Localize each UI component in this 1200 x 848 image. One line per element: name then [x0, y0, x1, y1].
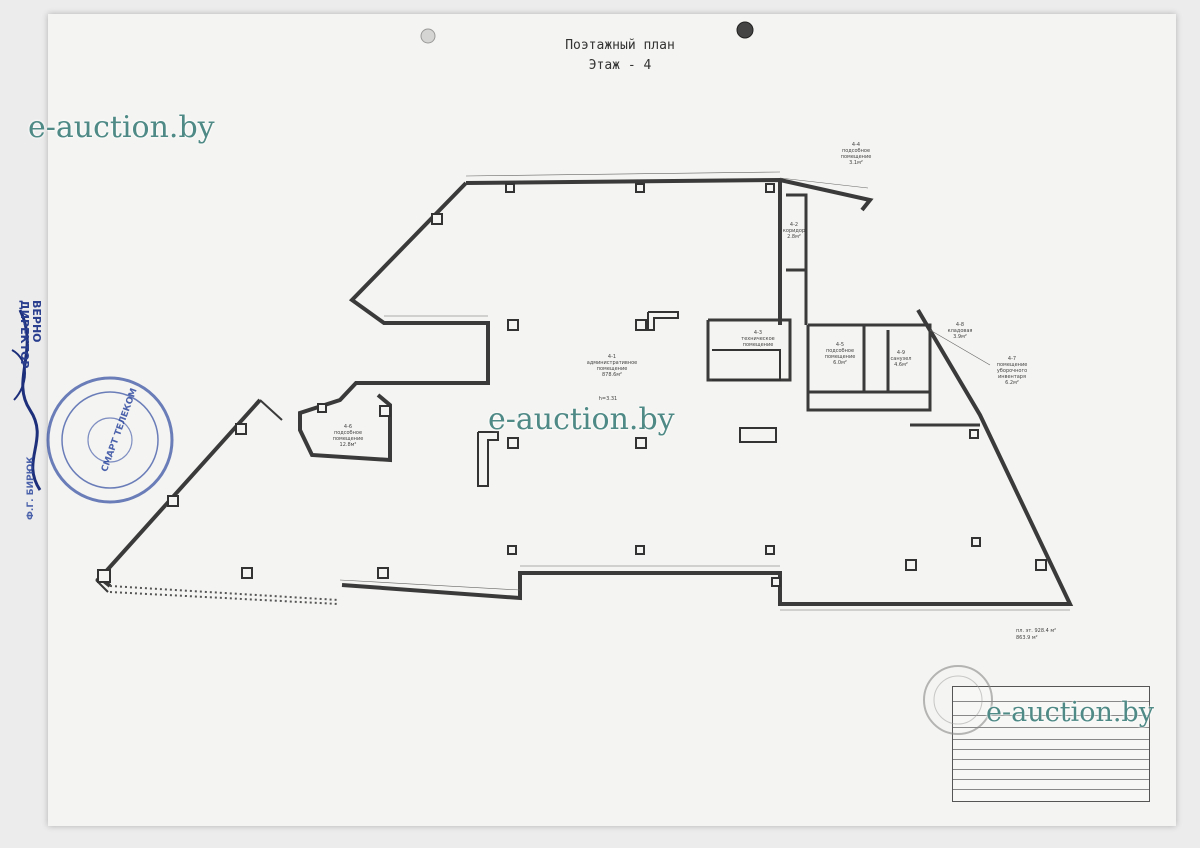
structural-columns — [97, 183, 1047, 587]
glazing-edge — [109, 585, 339, 605]
punch-hole — [736, 21, 754, 39]
company-stamp — [11, 309, 174, 504]
floor-number: Этаж - 4 — [588, 58, 652, 73]
room-label-4-8: 4-8 кладовая 3.9м² — [947, 322, 973, 340]
watermark: e-auction.by — [986, 697, 1154, 728]
room-label-4-2: 4-2 коридор 2.8м² — [782, 222, 806, 240]
verno-stamp: ВЕРНО ДИРЕКТОР — [18, 300, 43, 430]
dimension-lines — [339, 171, 1070, 611]
floor-area-line: пл. эт. 928.4 м² — [1016, 628, 1057, 634]
inner-partitions — [706, 193, 980, 427]
room-label-4-7: 4-7 помещение уборочного инвентаря 6.2м² — [996, 356, 1028, 386]
floor-area-line: 863.9 м² — [1016, 635, 1038, 641]
room-label-4-9: 4-9 санузел 4.6м² — [890, 350, 912, 368]
plan-title: Поэтажный план — [565, 38, 675, 53]
watermark: e-auction.by — [28, 110, 215, 145]
signature-mark — [18, 309, 42, 491]
l-shaped-partition — [477, 311, 781, 487]
punch-hole — [420, 28, 436, 44]
room-label-4-1: 4-1 административное помещение 878.6м² — [586, 354, 638, 378]
bti-stamp — [923, 665, 993, 735]
director-name: Ф.Г. БИРЮК — [26, 456, 36, 520]
floor-area-summary: пл. эт. 928.4 м² 863.9 м² — [1016, 628, 1056, 642]
director-text: ДИРЕКТОР — [18, 300, 31, 369]
watermark: e-auction.by — [488, 402, 675, 437]
room-height-label: h=3.31 — [598, 396, 618, 402]
room-label-4-6: 4-6 подсобное помещение 12.8м² — [332, 424, 364, 448]
room-label-4-3: 4-3 техническое помещение — [741, 330, 775, 348]
title-block-table — [952, 686, 1150, 802]
room-label-4-4: 4-4 подсобное помещение 3.1м² — [840, 142, 872, 166]
room-label-4-5: 4-5 подсобное помещение 6.0м² — [824, 342, 856, 366]
verno-text: ВЕРНО — [30, 300, 43, 343]
